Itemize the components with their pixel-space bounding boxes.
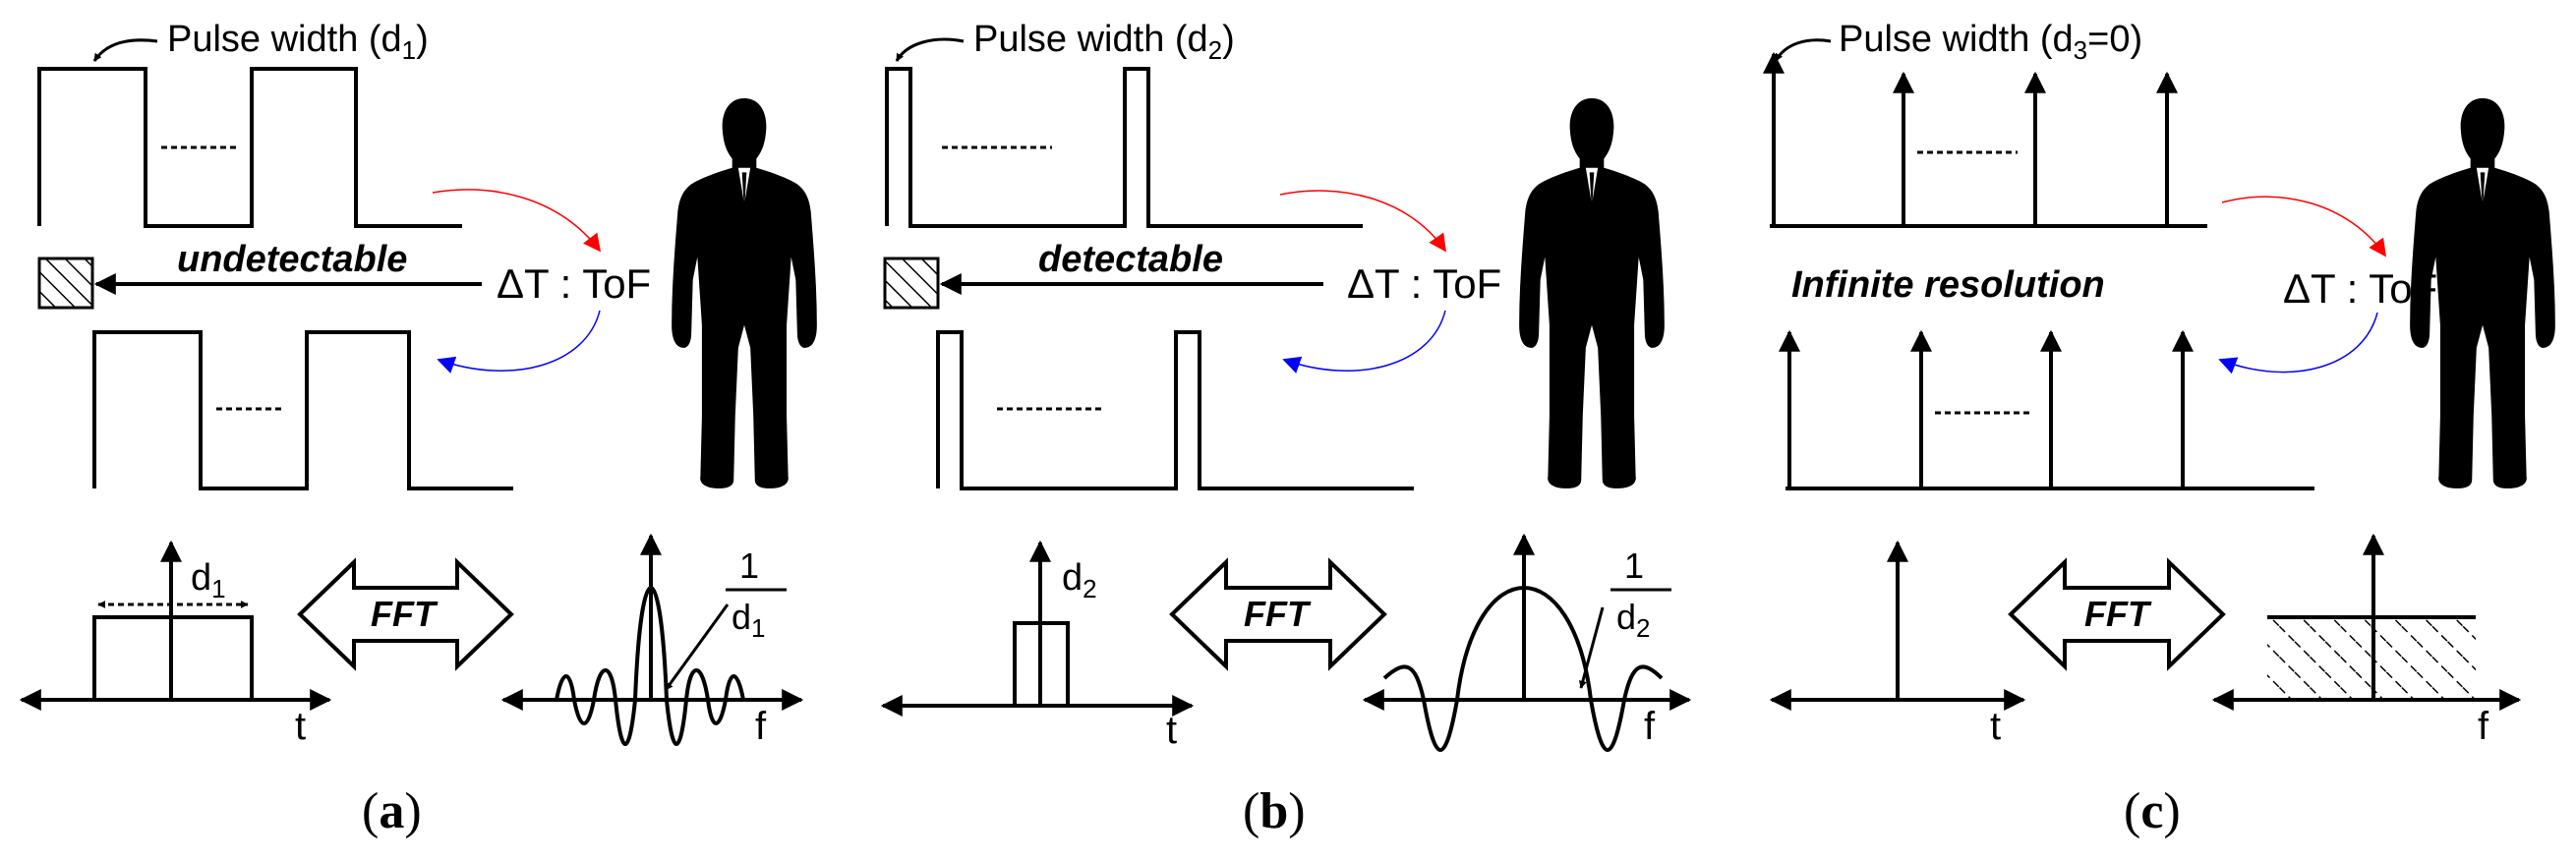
first-zero-pointer (664, 603, 730, 691)
status-text: detectable (1038, 239, 1223, 280)
return-arrow (437, 310, 601, 373)
status-text: undetectable (177, 239, 407, 280)
pulse-width-label: Pulse width (d1) (167, 19, 429, 65)
pulse-width-pointer (1774, 38, 1832, 62)
emit-arrow (2221, 196, 2387, 258)
t-label: t (1166, 709, 1177, 752)
panel-a: Pulse width (d1) ΔT : ToF undetectable d… (19, 19, 817, 839)
emit-arrow (1279, 190, 1447, 253)
d-label: d2 (1062, 557, 1097, 603)
f-label: f (2478, 705, 2489, 748)
hatched-detector-icon (37, 257, 94, 310)
pulse-width-pointer (895, 37, 965, 62)
pulse-width-label: Pulse width (d2) (973, 19, 1235, 65)
emit-arrow (432, 189, 602, 253)
fft-label: FFT (1244, 594, 1312, 634)
d-label: d1 (191, 557, 226, 603)
t-label: t (295, 705, 306, 748)
freq-num: 1 (1624, 545, 1644, 586)
transmitted-pulse-train (37, 67, 462, 228)
caption-a: (a) (362, 783, 422, 839)
freq-den: d1 (732, 597, 766, 643)
received-pulse-train (936, 330, 1414, 490)
person-silhouette-icon (1519, 98, 1665, 488)
fft-double-arrow-icon (2008, 557, 2226, 671)
sinc-spectrum (555, 586, 745, 746)
received-pulse-train (92, 330, 513, 490)
transmitted-pulse-train (885, 67, 1363, 228)
return-arrow (1282, 310, 1446, 373)
freq-num: 1 (739, 545, 759, 586)
panel-b: Pulse width (d2) ΔT : ToF detectable d2 … (880, 19, 1692, 839)
t-label: t (1990, 705, 2001, 748)
caption-b: (b) (1243, 783, 1306, 839)
tof-label: ΔT : ToF (497, 260, 651, 307)
panel-c: Pulse width (d3=0) ΔT : ToF Infinite res… (1763, 19, 2555, 839)
sinc-spectrum (1382, 586, 1664, 752)
fft-double-arrow-icon (1169, 557, 1387, 671)
single-pulse (92, 615, 254, 700)
fft-label: FFT (371, 594, 439, 634)
first-zero-pointer (1579, 606, 1605, 689)
single-pulse (1013, 621, 1070, 706)
pulse-width-pointer (92, 38, 158, 62)
f-label: f (755, 705, 767, 748)
return-arrow (2218, 312, 2378, 374)
fft-label: FFT (2084, 594, 2152, 634)
hatched-detector-icon (883, 257, 940, 310)
pulse-width-label: Pulse width (d3=0) (1839, 19, 2142, 65)
fft-double-arrow-icon (297, 557, 514, 671)
status-text: Infinite resolution (1791, 264, 2105, 306)
caption-c: (c) (2124, 783, 2181, 839)
freq-den: d2 (1616, 597, 1651, 643)
f-label: f (1644, 705, 1656, 748)
tof-label: ΔT : ToF (1347, 260, 1501, 307)
person-silhouette-icon (672, 98, 817, 488)
